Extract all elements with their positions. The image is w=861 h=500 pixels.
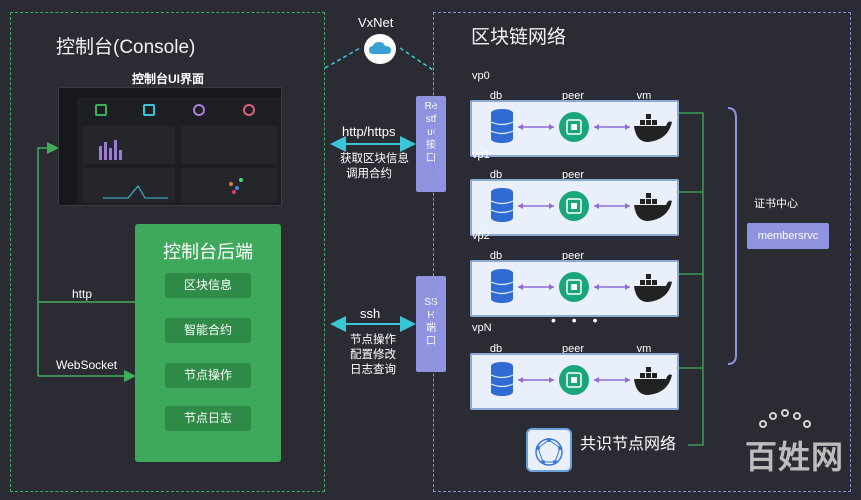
- database-icon: [490, 362, 514, 396]
- docker-whale-icon: [634, 193, 672, 221]
- membersrvc-box: membersrvc: [747, 223, 829, 249]
- mock-scatter: [229, 178, 243, 194]
- node-components: [490, 188, 672, 222]
- ssh-label: ssh: [360, 306, 381, 321]
- console-title: 控制台(Console): [56, 37, 196, 58]
- mock-cube-icon: [95, 104, 107, 116]
- mock-line-chart: [103, 185, 168, 199]
- peer-label: peer: [561, 250, 585, 262]
- db-label: db: [489, 90, 503, 102]
- ssh-line-3: 端: [426, 323, 436, 334]
- mock-panel-4: [181, 168, 277, 202]
- node-components: [490, 362, 672, 396]
- ssh-desc-2: 配置修改: [350, 349, 396, 361]
- console-backend: 控制台后端 区块信息 智能合约 节点操作 节点日志: [135, 224, 281, 462]
- node-label: vp0: [472, 70, 490, 82]
- block-info-button[interactable]: 区块信息: [165, 273, 251, 298]
- restful-line-1: Re: [424, 101, 438, 112]
- cloud-icon: [369, 42, 391, 54]
- console-ui-label: 控制台UI界面: [132, 72, 205, 86]
- ssh-desc-1: 节点操作: [350, 334, 396, 346]
- vm-label: vm: [636, 343, 652, 355]
- console-ui-mockup: [58, 87, 282, 206]
- network-globe-icon: [535, 438, 563, 466]
- mock-monitor-icon: [143, 104, 155, 116]
- blockchain-region: [433, 12, 851, 492]
- peer-chip-icon: [559, 365, 589, 395]
- node-label: vp1: [472, 149, 490, 161]
- restful-line-3: ul: [427, 127, 435, 138]
- mock-clock-icon: [193, 104, 205, 116]
- https-desc-2: 调用合约: [346, 168, 392, 180]
- db-label: db: [489, 250, 503, 262]
- ssh-line-4: 口: [426, 336, 436, 347]
- peer-label: peer: [561, 169, 585, 181]
- vxnet-label: VxNet: [358, 15, 394, 30]
- ssh-line-2: H: [427, 310, 435, 321]
- mock-panel-3: [83, 168, 175, 202]
- restful-line-2: stf: [425, 114, 437, 125]
- restful-interface: Re stf ul 接 口: [416, 96, 446, 192]
- https-label: http/https: [342, 124, 396, 139]
- watermark-text: 百姓网: [745, 439, 845, 475]
- mock-network-icon: [243, 104, 255, 116]
- node-label: vp2: [472, 230, 490, 242]
- node-ellipsis: • • •: [551, 312, 604, 328]
- smart-contract-button[interactable]: 智能合约: [165, 318, 251, 343]
- backend-title: 控制台后端: [163, 242, 253, 262]
- database-icon: [490, 188, 514, 222]
- node-box[interactable]: [470, 260, 679, 317]
- ssh-desc-3: 日志查询: [350, 364, 396, 376]
- node-box[interactable]: [470, 100, 679, 157]
- peer-label: peer: [561, 90, 585, 102]
- ssh-interface: SS H 端 口: [416, 276, 446, 372]
- mock-panel-2: [181, 126, 277, 164]
- docker-whale-icon: [634, 114, 672, 142]
- peer-chip-icon: [559, 272, 589, 302]
- http-link-label: http: [72, 287, 93, 301]
- db-label: db: [489, 169, 503, 181]
- node-box[interactable]: [470, 179, 679, 236]
- ssh-line-1: SS: [424, 297, 438, 308]
- https-desc-1: 获取区块信息: [340, 153, 409, 165]
- consensus-icon-box: [526, 428, 572, 472]
- restful-line-5: 口: [426, 153, 436, 164]
- db-label: db: [489, 343, 503, 355]
- cert-center-label: 证书中心: [754, 198, 798, 210]
- mock-bar-chart: [99, 140, 122, 160]
- websocket-link-label: WebSocket: [56, 358, 118, 372]
- database-icon: [490, 269, 514, 303]
- docker-whale-icon: [634, 367, 672, 395]
- database-icon: [490, 109, 514, 143]
- peer-chip-icon: [559, 191, 589, 221]
- vxnet-circle: [364, 34, 396, 64]
- peer-chip-icon: [559, 112, 589, 142]
- node-operation-button[interactable]: 节点操作: [165, 363, 251, 388]
- node-components: [490, 269, 672, 303]
- console-region: [10, 12, 325, 492]
- vm-label: vm: [636, 90, 652, 102]
- restful-line-4: 接: [426, 140, 436, 151]
- consensus-label: 共识节点网络: [580, 436, 677, 453]
- node-box[interactable]: [470, 353, 679, 410]
- node-label: vpN: [472, 322, 492, 334]
- docker-whale-icon: [634, 274, 672, 302]
- blockchain-title: 区块链网络: [471, 27, 567, 48]
- watermark-dots-icon: [757, 408, 813, 437]
- mock-sidebar: [59, 98, 77, 205]
- mock-topbar: [59, 88, 281, 98]
- mock-panel-1: [83, 126, 175, 164]
- node-components: [490, 109, 672, 143]
- peer-label: peer: [561, 343, 585, 355]
- node-log-button[interactable]: 节点日志: [165, 406, 251, 431]
